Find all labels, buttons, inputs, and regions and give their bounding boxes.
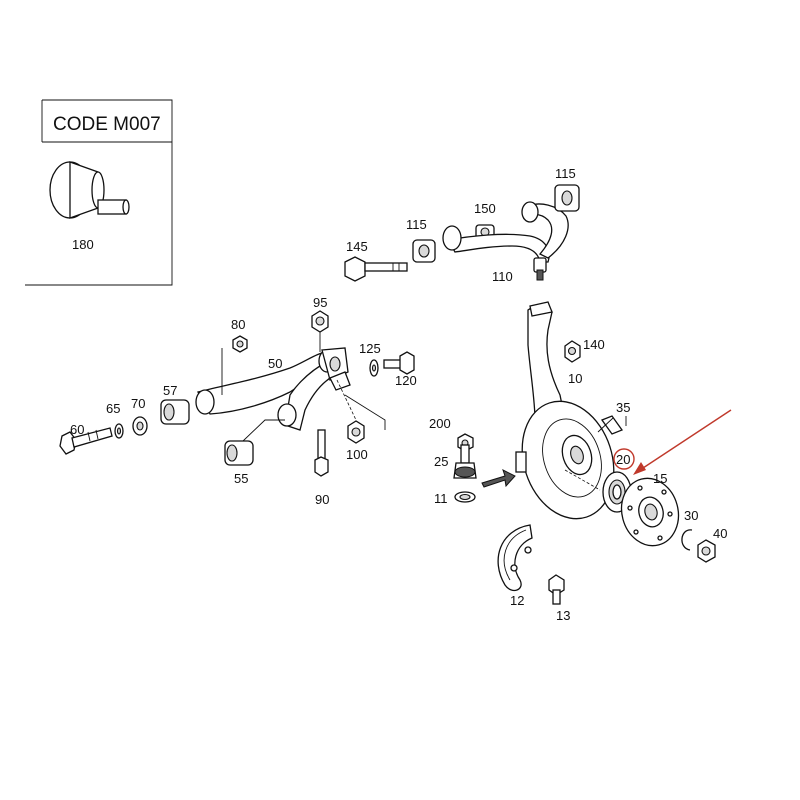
splash-shield-12: [497, 524, 533, 592]
bolt-120: [383, 351, 415, 375]
label-55: 55: [234, 471, 248, 486]
hub-flange-15: [620, 477, 680, 547]
leader-55: [242, 419, 285, 442]
label-95: 95: [313, 295, 327, 310]
code-box: CODE M007 180: [25, 99, 173, 286]
bolt-13: [548, 574, 565, 605]
label-50: 50: [268, 356, 282, 371]
nut-95: [311, 310, 329, 333]
cv-joint-part: [49, 161, 130, 219]
label-30: 30: [684, 508, 698, 523]
label-80: 80: [231, 317, 245, 332]
bushing-57: [160, 399, 190, 425]
bolt-60: [59, 427, 113, 455]
washer-125: [369, 359, 379, 377]
label-10: 10: [568, 371, 582, 386]
label-65: 65: [106, 401, 120, 416]
leader-100: [344, 394, 386, 430]
label-11: 11: [434, 491, 448, 506]
label-110: 110: [492, 269, 513, 284]
axis-line-100: [336, 379, 357, 421]
label-200: 200: [429, 416, 451, 431]
pin-35: [600, 415, 627, 435]
knuckle-group: [453, 301, 716, 605]
bolt-90: [314, 429, 329, 477]
bushing-115-right: [554, 184, 580, 212]
bolt-145: [344, 256, 408, 282]
label-180: 180: [72, 237, 94, 252]
highlight-arrow: [633, 409, 732, 475]
nut-140: [564, 340, 581, 363]
label-57: 57: [163, 383, 177, 398]
label-13: 13: [556, 608, 570, 623]
lower-arm-group: [59, 310, 415, 477]
nut-80: [232, 335, 248, 353]
label-115-left: 115: [406, 217, 427, 232]
upper-arm-group: [344, 184, 580, 282]
upper-arm-110: [442, 201, 569, 281]
circlip-30: [681, 529, 693, 551]
insert-direction-arrow: [481, 469, 516, 488]
label-20: 20: [616, 452, 630, 467]
leader-35: [597, 417, 614, 433]
label-12: 12: [510, 593, 524, 608]
part-labels: 10 11 12 13 15 20 25 30 35 40 50 55 57 6…: [70, 166, 727, 623]
washer-65: [114, 423, 124, 439]
nut-40: [697, 539, 716, 563]
axis-line-hub: [564, 469, 601, 491]
label-60: 60: [70, 422, 84, 437]
label-70: 70: [131, 396, 145, 411]
nut-100: [347, 420, 365, 444]
nut-70: [132, 416, 148, 436]
code-box-frame: [25, 99, 173, 286]
code-box-title: CODE M007: [53, 114, 161, 135]
label-90: 90: [315, 492, 329, 507]
label-125: 125: [359, 341, 381, 356]
highlight-circle-20: [613, 448, 635, 470]
steering-knuckle-10: [527, 301, 566, 431]
label-40: 40: [713, 526, 727, 541]
label-115-right: 115: [555, 166, 576, 181]
label-120: 120: [395, 373, 417, 388]
label-145: 145: [346, 239, 368, 254]
ring-11: [454, 491, 476, 503]
label-150: 150: [474, 201, 496, 216]
ball-joint-25: [453, 444, 477, 479]
label-25: 25: [434, 454, 448, 469]
dust-shield-disc: [515, 400, 615, 520]
lower-arm-50: [195, 347, 351, 431]
bushing-55: [224, 440, 254, 466]
bushing-115-left: [412, 239, 436, 263]
label-140: 140: [583, 337, 605, 352]
label-15: 15: [653, 471, 667, 486]
label-100: 100: [346, 447, 368, 462]
label-35: 35: [616, 400, 630, 415]
